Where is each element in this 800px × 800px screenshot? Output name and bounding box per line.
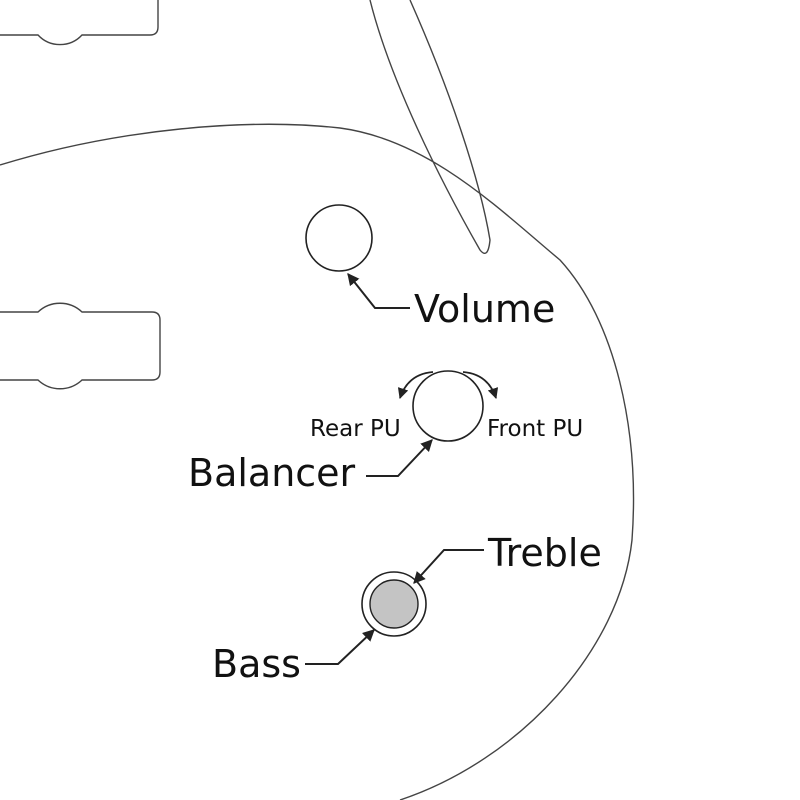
balancer-rotate-left-arrow [397, 371, 434, 400]
bass-knob[interactable] [369, 579, 419, 629]
bass-label: Bass [212, 642, 301, 686]
upper-pickup-outline [0, 0, 159, 46]
balancer-label: Balancer [188, 451, 356, 495]
lower-pickup-outline [0, 302, 161, 390]
front-pu-label: Front PU [487, 416, 583, 442]
volume-label: Volume [414, 287, 555, 331]
treble-leader-line [413, 549, 484, 584]
volume-knob[interactable] [305, 204, 373, 272]
balancer-knob[interactable] [412, 370, 484, 442]
rear-pu-label: Rear PU [310, 416, 401, 442]
balancer-leader-line [366, 439, 433, 477]
balancer-rotate-right-arrow [462, 371, 499, 400]
treble-label: Treble [487, 531, 602, 575]
volume-leader-line [347, 273, 410, 309]
bass-leader-line [305, 629, 375, 665]
horn-cutaway-outline [369, 0, 491, 254]
body-outline [0, 123, 635, 800]
